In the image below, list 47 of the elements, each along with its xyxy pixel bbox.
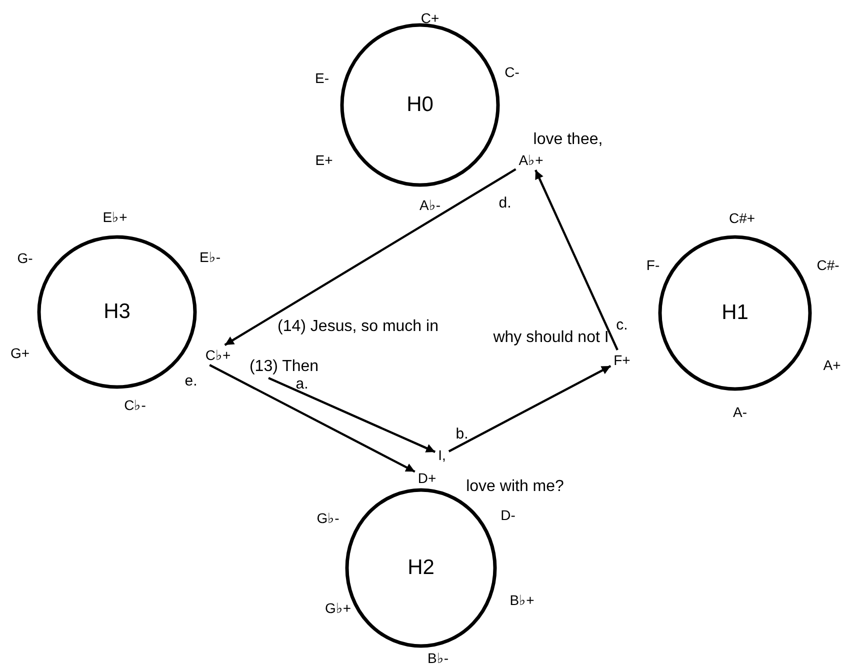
lyric-text: love thee,	[533, 131, 603, 149]
pitch-label: D+	[418, 470, 436, 486]
arrow	[268, 377, 436, 453]
node-label: H1	[722, 301, 748, 325]
pitch-label: A+	[823, 357, 841, 373]
pitch-label: C#-	[816, 257, 840, 273]
arrow	[209, 364, 416, 473]
edge-label: e.	[184, 372, 198, 390]
pitch-label: C#+	[728, 210, 756, 226]
arrow	[448, 365, 612, 452]
lyric-text: why should not I	[493, 329, 609, 347]
lyric-text: love with me?	[466, 478, 564, 496]
arrow	[224, 168, 516, 346]
pitch-label: F+	[614, 352, 630, 368]
lyric-text: (14) Jesus, so much in	[278, 318, 438, 336]
pitch-label: C♭-	[124, 397, 146, 413]
node-label: H2	[408, 556, 434, 580]
edge-label: d.	[498, 194, 512, 212]
circle-node	[658, 235, 812, 391]
edge-label: a.	[296, 376, 308, 392]
pitch-label: A♭-	[420, 197, 440, 213]
pitch-label: E♭-	[200, 249, 220, 265]
pitch-label: C+	[420, 10, 440, 26]
pitch-label: F-	[646, 257, 660, 273]
pitch-label: G-	[17, 250, 33, 266]
pitch-label: A♭+	[518, 152, 544, 168]
edge-label: c.	[616, 316, 628, 334]
pitch-label: E+	[315, 152, 333, 168]
node-label: H0	[406, 93, 434, 117]
edge-label: b.	[456, 426, 468, 442]
pitch-label: E-	[315, 70, 329, 86]
lyric-text: (13) Then	[249, 358, 319, 376]
node-label: H3	[104, 300, 130, 324]
circle-node	[37, 235, 197, 389]
pitch-label: C♭+	[205, 347, 231, 363]
pitch-label: C-	[504, 64, 520, 80]
pitch-label: D-	[500, 507, 516, 523]
pitch-label: G+	[10, 345, 30, 361]
circle-node	[340, 23, 500, 187]
pitch-label: A-	[733, 404, 747, 420]
pitch-label: G♭-	[316, 510, 340, 526]
pitch-label: B♭-	[428, 650, 448, 666]
arrow	[534, 170, 618, 350]
pitch-label: B♭+	[510, 592, 534, 608]
pitch-label: G♭+	[324, 600, 352, 616]
pitch-label: I,	[438, 447, 446, 463]
pitch-label: E♭+	[102, 209, 128, 225]
